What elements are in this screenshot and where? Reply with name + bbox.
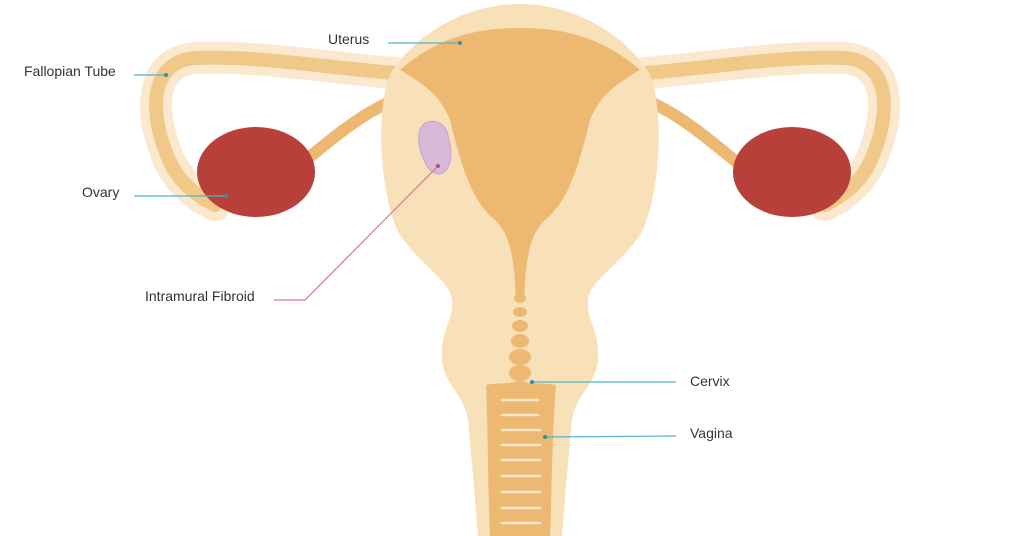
label-uterus: Uterus xyxy=(328,31,370,47)
ovary-left xyxy=(197,127,315,217)
vaginal-rugae xyxy=(500,398,542,525)
ovarian-ligament-right xyxy=(647,96,744,170)
label-ovary: Ovary xyxy=(82,184,120,200)
fallopian-tube-right xyxy=(604,41,900,221)
ovarian-ligament-left xyxy=(296,96,393,170)
cervical-canal xyxy=(509,293,531,381)
fallopian-tube-left xyxy=(140,41,436,221)
vaginal-canal xyxy=(486,380,556,536)
label-fallopian-tube: Fallopian Tube xyxy=(24,63,116,79)
leader-dots xyxy=(164,41,547,439)
label-intramural-fibroid: Intramural Fibroid xyxy=(145,288,255,304)
label-cervix: Cervix xyxy=(690,373,730,389)
leader-lines xyxy=(134,42,677,438)
intramural-fibroid xyxy=(418,120,452,175)
uterine-cavity xyxy=(400,28,640,300)
ovary-right xyxy=(733,127,851,217)
label-vagina: Vagina xyxy=(690,425,733,441)
fibroid-leader xyxy=(274,165,439,301)
vagina-leader xyxy=(544,435,677,438)
